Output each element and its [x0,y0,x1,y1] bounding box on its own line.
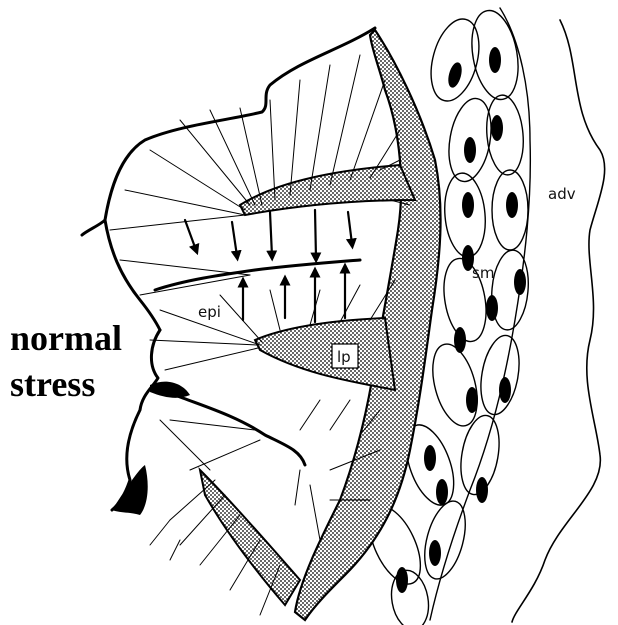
adventitia-label: adv [548,185,576,203]
condition-label-line2: stress [10,364,95,404]
epithelium-label: epi [198,303,221,321]
epithelium-folds [82,28,375,515]
condition-label-line1: normal [10,318,122,358]
adventitia-layer [430,8,605,622]
lamina-propria-label: lp [337,348,351,366]
smooth-muscle-label: sm [472,264,494,282]
